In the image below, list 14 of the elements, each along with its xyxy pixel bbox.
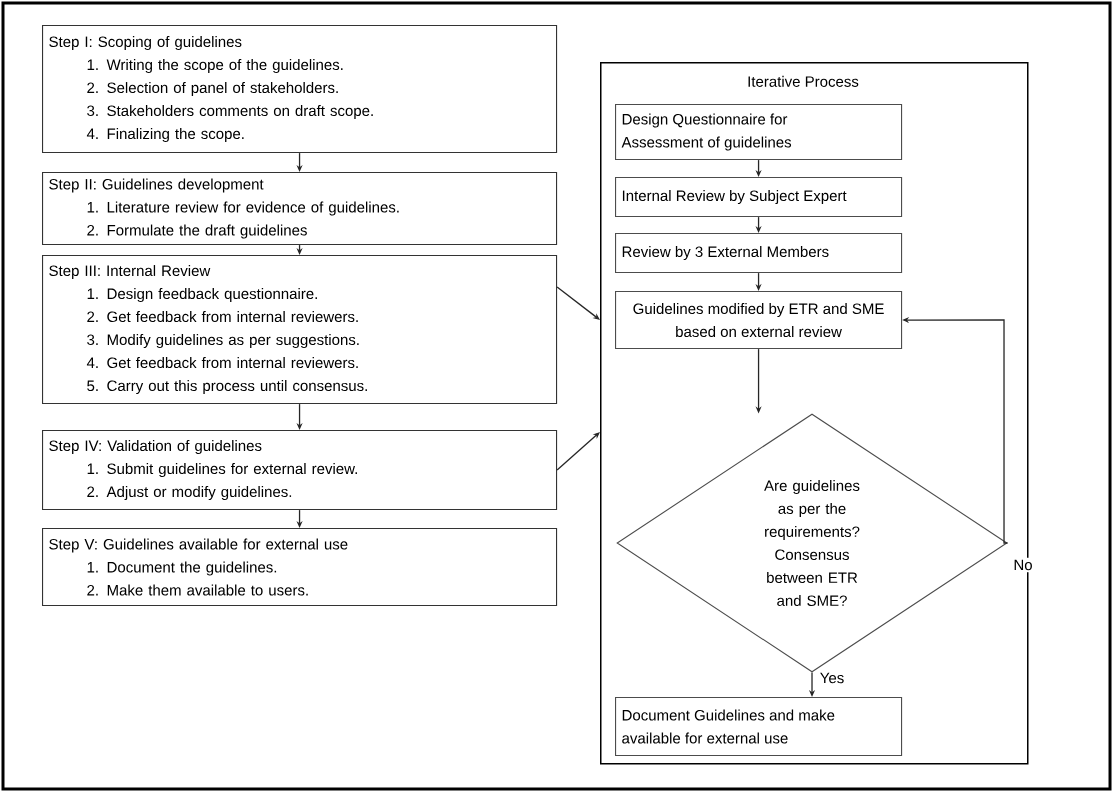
step-box: Step V: Guidelines available for external use 1. Document the guidelines. 2. Make them available to users. (42, 528, 558, 607)
process-box: Document Guidelines and make available for external use (615, 697, 903, 757)
step-box: Step II: Guidelines development 1. Literature review for evidence of guidelines. 2. Formulate the draft guidelines (42, 172, 558, 246)
step-box: Step IV: Validation of guidelines 1. Submit guidelines for external review. 2. Adjust or modify guidelines. (42, 430, 558, 511)
process-box: Review by 3 External Members (615, 233, 903, 274)
process-box: Design Questionnaire for Assessment of guidelines (615, 104, 903, 161)
edge-label: Yes (817, 670, 847, 686)
step-box: Step I: Scoping of guidelines 1. Writing the scope of the guidelines. 2. Selection of panel of stakeholders. 3. Stakeholders comments on draft scope. 4. Finalizing the scope. (42, 25, 558, 154)
process-box: Guidelines modified by ETR and SME based on external review (615, 291, 903, 350)
process-box: Internal Review by Subject Expert (615, 177, 903, 218)
arrow (556, 286, 600, 320)
arrow (556, 432, 600, 471)
step-box: Step III: Internal Review 1. Design feedback questionnaire. 2. Get feedback from internal reviewers. 3. Modify guidelines as per suggestions. 4. Get feedback from internal reviewers. 5. Carry out this process until consensus. (42, 255, 558, 405)
edge-label: No (1011, 557, 1035, 573)
